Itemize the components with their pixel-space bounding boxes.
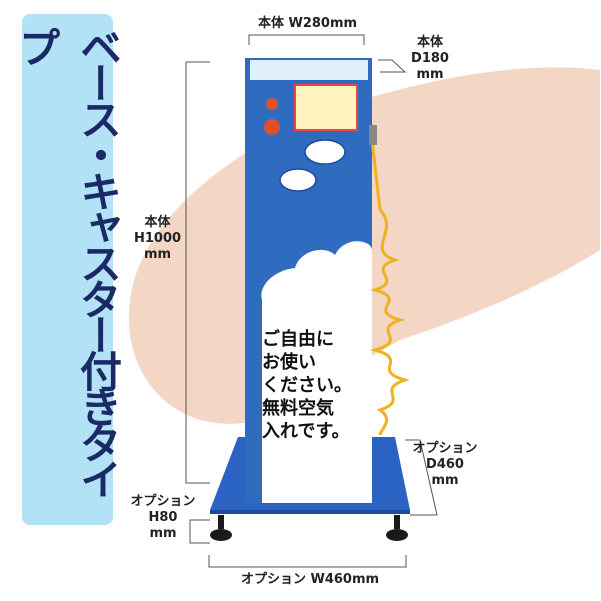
option-height-prefix: オプション (130, 494, 196, 509)
sign-line: ください。 (262, 375, 352, 396)
body-depth-unit: mm (416, 67, 444, 82)
option-width-label: オプション W460mm (240, 572, 380, 587)
title-banner: ベース・キャスター付きタイプ (12, 14, 123, 525)
body-width-label: 本体 W280mm (257, 16, 358, 31)
cloud-panel (261, 241, 372, 503)
pillar-sign-text: ご自由に お使い ください。 無料空気 入れです。 (262, 328, 352, 443)
body-depth-label: 本体 D180 mm (405, 35, 455, 83)
title-text: ベース・キャスター付きタイプ (12, 26, 123, 494)
sign-line: ご自由に (262, 329, 334, 350)
sign-line: お使い (262, 352, 316, 373)
body-height-label: 本体 H1000 mm (130, 215, 185, 263)
air-chuck (369, 125, 377, 145)
air-hose (369, 139, 411, 436)
body-height-unit: mm (143, 247, 172, 262)
option-height-value: H80 (148, 510, 178, 525)
sign-line: 無料空気 (262, 398, 334, 419)
option-depth-prefix: オプション (412, 441, 478, 456)
option-height-unit: mm (149, 526, 177, 541)
dimension-lines (185, 34, 438, 568)
instruction-sticker (294, 84, 358, 131)
body-depth-value: D180 (411, 51, 449, 66)
option-height-label: オプション H80 mm (128, 494, 198, 542)
red-button (264, 119, 280, 135)
gauge-light (266, 98, 278, 110)
body-depth-prefix: 本体 (416, 35, 443, 50)
body-height-prefix: 本体 (144, 215, 171, 230)
bird-icons (279, 139, 346, 192)
body-height-value: H1000 (133, 231, 182, 246)
caster-feet (210, 515, 408, 541)
option-depth-unit: mm (431, 473, 459, 488)
option-depth-value: D460 (426, 457, 464, 472)
sign-line: 入れです。 (262, 421, 350, 442)
option-depth-label: オプション D460 mm (410, 441, 480, 489)
